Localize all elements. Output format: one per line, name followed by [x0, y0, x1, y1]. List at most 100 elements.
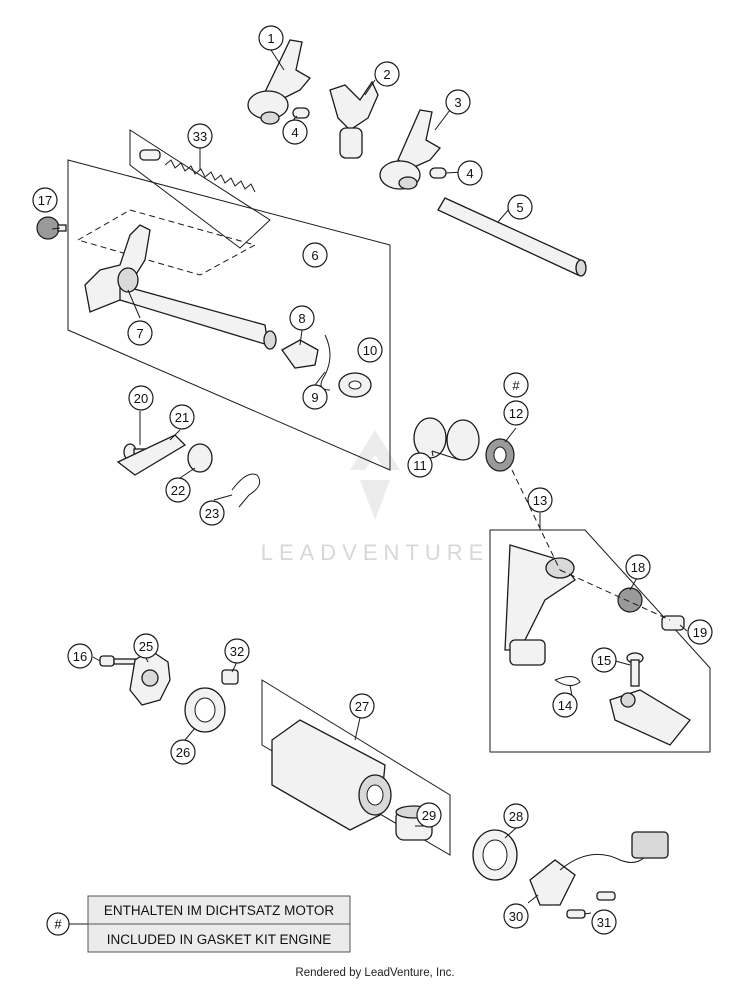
callout-p11: 11: [407, 452, 433, 478]
callout-number: 5: [516, 200, 523, 215]
leader-lines: [51, 49, 688, 915]
callout-p23: 23: [199, 500, 225, 526]
callout-circle: [67, 643, 93, 669]
callout-p12hash: #: [503, 372, 529, 398]
callout-circle: [457, 160, 483, 186]
callout-number: 33: [193, 129, 207, 144]
gear-position-sensor: [529, 831, 669, 906]
callout-circle: [552, 692, 578, 718]
screw-32: [221, 669, 239, 685]
callout-number: 32: [230, 644, 244, 659]
callout-circle: [302, 384, 328, 410]
callout-number: 8: [298, 311, 305, 326]
callout-circle: [170, 739, 196, 765]
callout-p27: 27: [349, 693, 375, 719]
shift-lever-joint: [609, 689, 691, 746]
callout-p3: 3: [445, 89, 471, 115]
callout-circle: [687, 619, 713, 645]
callout-number: 4: [466, 166, 473, 181]
shift-rail: [437, 197, 587, 277]
spring-group-frame: [129, 129, 271, 249]
legend-line-1: ENTHALTEN IM DICHTSATZ MOTOR: [104, 903, 335, 918]
serrated-washer: [617, 587, 643, 613]
callout-number: 26: [176, 745, 190, 760]
callout-number: 9: [311, 390, 318, 405]
legend: # ENTHALTEN IM DICHTSATZ MOTOR INCLUDED …: [46, 895, 351, 953]
shift-drum: [271, 719, 392, 831]
shift-lever-group-frame: [489, 529, 711, 753]
dashed-detail-frame: [76, 209, 257, 276]
shift-fork-1: [247, 39, 311, 125]
watermark-text: LEADVENTURE: [261, 540, 490, 565]
callout-number: 4: [291, 125, 298, 140]
shaft-seal: [485, 438, 515, 472]
callout-number: 25: [139, 639, 153, 654]
callout-number: 30: [509, 909, 523, 924]
callout-number: 3: [454, 95, 461, 110]
callout-circle: [133, 633, 159, 659]
screw-plug: [36, 216, 67, 240]
callout-number: 16: [73, 649, 87, 664]
callout-circle: [349, 693, 375, 719]
callout-number: 22: [171, 483, 185, 498]
callout-circle: [407, 452, 433, 478]
o-ring: [472, 829, 518, 881]
spring-clip: [554, 676, 581, 686]
callout-p4a: 4: [282, 119, 308, 145]
washer: [338, 372, 372, 398]
callout-circle: [445, 89, 471, 115]
screw-31-b: [566, 909, 586, 919]
callout-circle: [282, 119, 308, 145]
callout-number: 11: [413, 458, 427, 473]
callout-p10: 10: [357, 337, 383, 363]
screw-31-a: [596, 891, 616, 901]
callout-number: 20: [134, 391, 148, 406]
callout-number: #: [512, 378, 520, 393]
shift-pawl: [281, 339, 319, 369]
callout-circle: [127, 320, 153, 346]
callout-number: 28: [509, 809, 523, 824]
callout-circle: [527, 487, 553, 513]
callout-number: 14: [558, 698, 572, 713]
callout-circle: [302, 242, 328, 268]
callout-number: 1: [267, 31, 274, 46]
callout-p33: 33: [187, 123, 213, 149]
callout-circle: [169, 404, 195, 430]
shift-fork-3: [379, 109, 441, 190]
callout-circle: [591, 909, 617, 935]
legend-line-2: INCLUDED IN GASKET KIT ENGINE: [107, 932, 332, 947]
callout-circle: [507, 194, 533, 220]
callout-circle: [503, 803, 529, 829]
guide-pin-b: [429, 167, 447, 179]
callout-number: 12: [509, 406, 523, 421]
callout-number: 17: [38, 193, 52, 208]
callout-p29: 29: [416, 802, 442, 828]
shift-drum-group-frame: [261, 679, 451, 856]
callout-p9: 9: [302, 384, 328, 410]
callout-p22: 22: [165, 477, 191, 503]
callout-number: 31: [597, 915, 611, 930]
bearing: [184, 687, 226, 733]
callout-circle: [199, 500, 225, 526]
callout-p7: 7: [127, 320, 153, 346]
shift-fork-2: [329, 80, 379, 159]
shift-shaft: [84, 224, 277, 350]
compression-spring: [139, 149, 256, 193]
callout-p2: 2: [374, 61, 400, 87]
callout-p32: 32: [224, 638, 250, 664]
callout-number: 15: [597, 653, 611, 668]
callout-p12: 12: [503, 400, 529, 426]
callout-circle: [591, 647, 617, 673]
bushing: [187, 443, 213, 473]
callout-circle: [416, 802, 442, 828]
pawl-spring: [320, 334, 331, 391]
callout-number: 13: [533, 493, 547, 508]
callout-p8: 8: [289, 305, 315, 331]
callout-p21: 21: [169, 404, 195, 430]
callout-circle: [357, 337, 383, 363]
callout-p4b: 4: [457, 160, 483, 186]
pin-15: [626, 652, 644, 687]
callout-p20: 20: [128, 385, 154, 411]
callout-circle: [32, 187, 58, 213]
